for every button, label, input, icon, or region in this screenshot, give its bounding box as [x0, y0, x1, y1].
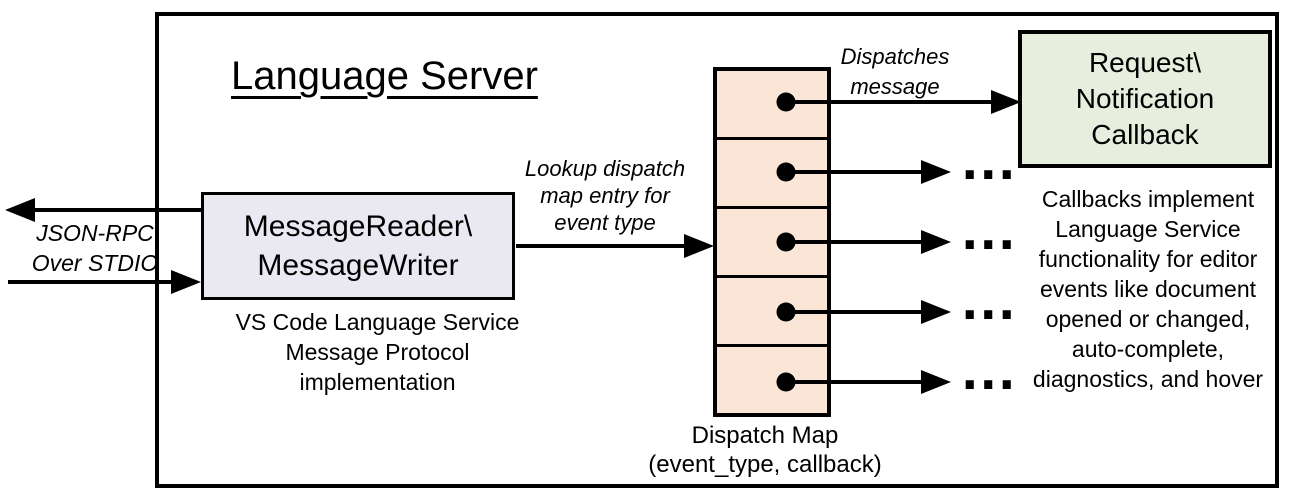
dispatch-map-cell-3	[717, 209, 827, 278]
callbacks-note: Callbacks implement Language Service fun…	[1032, 186, 1264, 392]
jsonrpc-stdio-label: JSON-RPC Over STDIO	[31, 220, 159, 276]
dispatches-message-label: Dispatches message	[840, 44, 950, 99]
dispatch-map-caption: Dispatch Map (event_type, callback)	[648, 422, 882, 478]
dispatch-map-cell-2	[717, 140, 827, 209]
dispatch-map-cell-4	[717, 278, 827, 347]
diagram-title: Language Server	[231, 54, 538, 98]
dispatch-map	[713, 67, 831, 417]
dispatch-map-cell-1	[717, 71, 827, 140]
dispatch-map-cell-5	[717, 347, 827, 413]
reader-caption: VS Code Language Service Message Protoco…	[235, 309, 520, 395]
message-reader-writer-box: MessageReader\ MessageWriter	[201, 192, 515, 300]
lookup-dispatch-label: Lookup dispatch map entry for event type	[524, 156, 686, 235]
request-notification-callback-box: Request\ Notification Callback	[1018, 30, 1272, 168]
language-server-boundary-box	[155, 12, 1279, 488]
